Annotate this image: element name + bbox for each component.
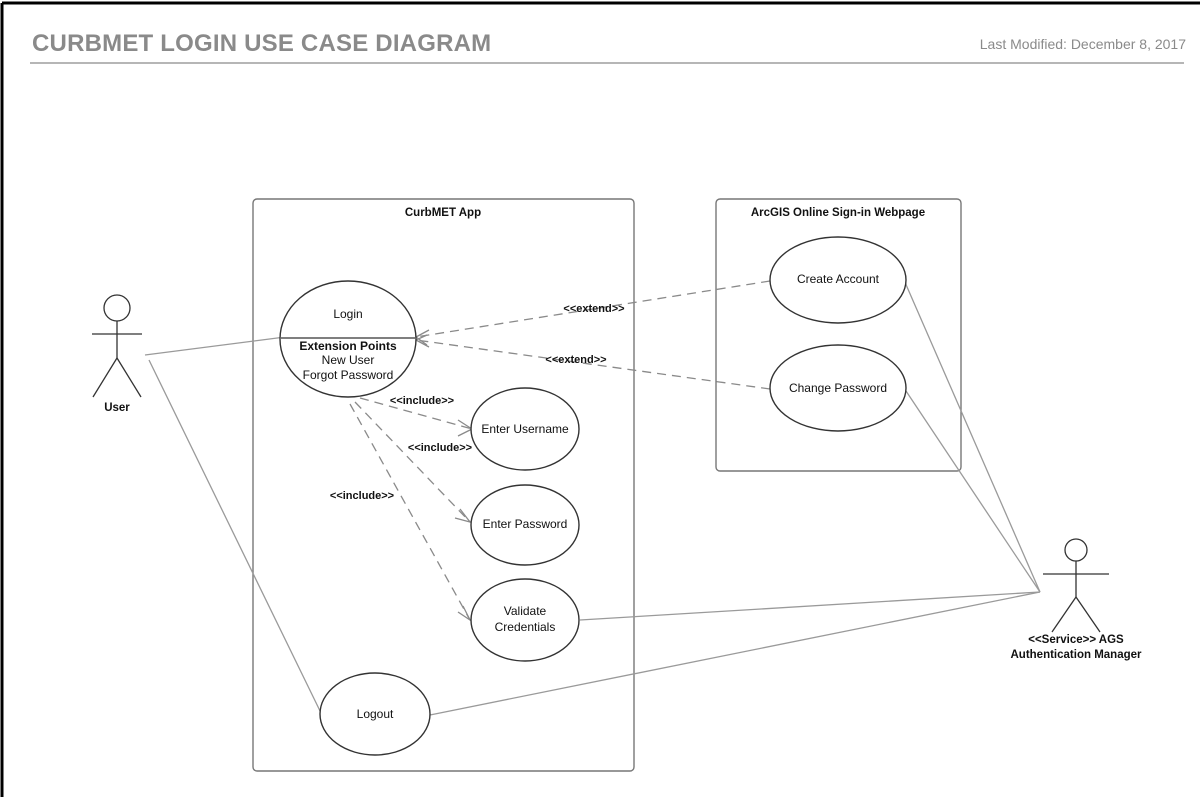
system-label-curbmet: CurbMET App <box>405 207 481 219</box>
include-label-1: <<include>> <box>390 395 454 407</box>
extend-label-2: <<extend>> <box>545 354 606 366</box>
association-validate-service <box>579 591 1041 621</box>
use-case-enter-username: Enter Username <box>470 387 580 471</box>
association-createaccount-service <box>903 279 1041 593</box>
use-case-logout: Logout <box>319 672 431 756</box>
association-changepassword-service <box>903 387 1041 593</box>
extension-point-new-user: New User <box>322 353 375 367</box>
include-line-enter-username <box>359 397 473 430</box>
use-case-label-validate-1: Validate <box>504 604 547 618</box>
last-modified-date: Last Modified: December 8, 2017 <box>979 36 1186 52</box>
association-logout-service <box>429 591 1041 716</box>
extension-point-forgot-password: Forgot Password <box>303 368 394 382</box>
actor-user <box>92 294 142 398</box>
use-case-label-enter-password: Enter Password <box>483 517 568 531</box>
actor-label-user: User <box>104 402 130 414</box>
include-arrowhead-1 <box>457 419 474 437</box>
page-title: CURBMET LOGIN USE CASE DIAGRAM <box>32 30 492 57</box>
use-case-validate-credentials: Validate Credentials <box>470 578 580 662</box>
use-case-label-logout: Logout <box>357 707 394 721</box>
association-user-login <box>144 336 286 356</box>
use-case-label-enter-username: Enter Username <box>481 422 569 436</box>
use-case-change-password: Change Password <box>769 344 907 432</box>
system-boundary-arcgis <box>715 198 962 472</box>
include-line-validate <box>349 403 471 621</box>
association-user-logout <box>148 359 323 716</box>
extension-points-title: Extension Points <box>299 339 397 353</box>
use-case-enter-password: Enter Password <box>470 484 580 566</box>
use-case-create-account: Create Account <box>769 236 907 324</box>
include-arrowhead-3 <box>457 605 472 622</box>
use-case-label-create-account: Create Account <box>797 272 880 286</box>
use-case-label-change-password: Change Password <box>789 381 887 395</box>
include-label-2: <<include>> <box>408 442 472 454</box>
actor-label-service-2: Authentication Manager <box>1011 649 1143 661</box>
extend-label-1: <<extend>> <box>563 303 624 315</box>
actor-label-service-1: <<Service>> AGS <box>1028 634 1124 646</box>
system-boundary-curbmet <box>252 198 635 772</box>
use-case-login: Login Extension Points New User Forgot P… <box>279 280 417 398</box>
actor-ags-service <box>1043 538 1109 633</box>
use-case-label-validate-2: Credentials <box>495 620 556 634</box>
include-line-enter-password <box>354 401 471 523</box>
system-label-arcgis: ArcGIS Online Sign-in Webpage <box>751 207 925 219</box>
include-label-3: <<include>> <box>330 490 394 502</box>
use-case-label-login: Login <box>333 307 362 321</box>
include-arrowhead-2 <box>454 508 472 524</box>
